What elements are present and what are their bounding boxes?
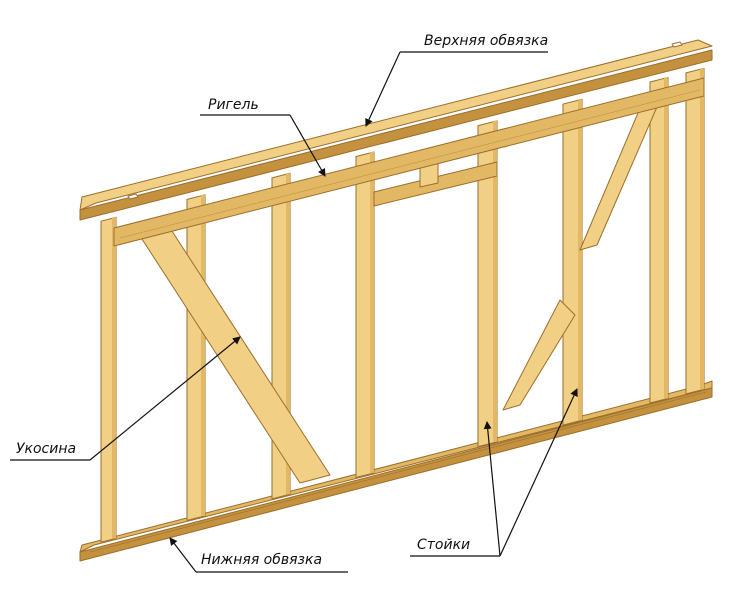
label-bottom-plate: Нижняя обвязка xyxy=(201,552,323,568)
leader-studs-2 xyxy=(499,388,578,557)
label-rigel: Ригель xyxy=(208,97,259,113)
label-brace: Укосина xyxy=(16,441,77,457)
leader-studs-1 xyxy=(483,421,501,557)
wood-grain xyxy=(89,391,707,553)
stud-4-side xyxy=(370,151,374,473)
label-top-plate: Верхняя обвязка xyxy=(424,33,549,49)
stud-6-side xyxy=(578,99,582,421)
leader-lines xyxy=(10,51,578,573)
leader-top-plate xyxy=(365,51,401,127)
top-plate-face xyxy=(79,49,713,221)
stud-8-side xyxy=(700,68,704,390)
wood-frame xyxy=(79,39,713,562)
wood-grain xyxy=(119,89,701,239)
brace-right-lower xyxy=(502,299,576,411)
stud-7-side xyxy=(664,77,668,399)
stud-2-side xyxy=(201,194,205,516)
top-plate-end-notch xyxy=(127,193,139,200)
stud-5-side xyxy=(493,120,497,442)
bottom-plate-face xyxy=(79,387,713,562)
leader-brace xyxy=(89,336,241,461)
leader-rigel xyxy=(289,114,326,177)
bottom-plate-top xyxy=(79,380,713,553)
top-plate-end-notch-right xyxy=(671,41,683,48)
stud-1-side xyxy=(112,217,116,539)
label-studs: Стойки xyxy=(417,537,471,553)
rigel-face xyxy=(113,77,705,247)
leader-bottom-plate xyxy=(169,537,197,573)
brace-left xyxy=(139,227,331,484)
top-plate-top xyxy=(79,39,713,211)
